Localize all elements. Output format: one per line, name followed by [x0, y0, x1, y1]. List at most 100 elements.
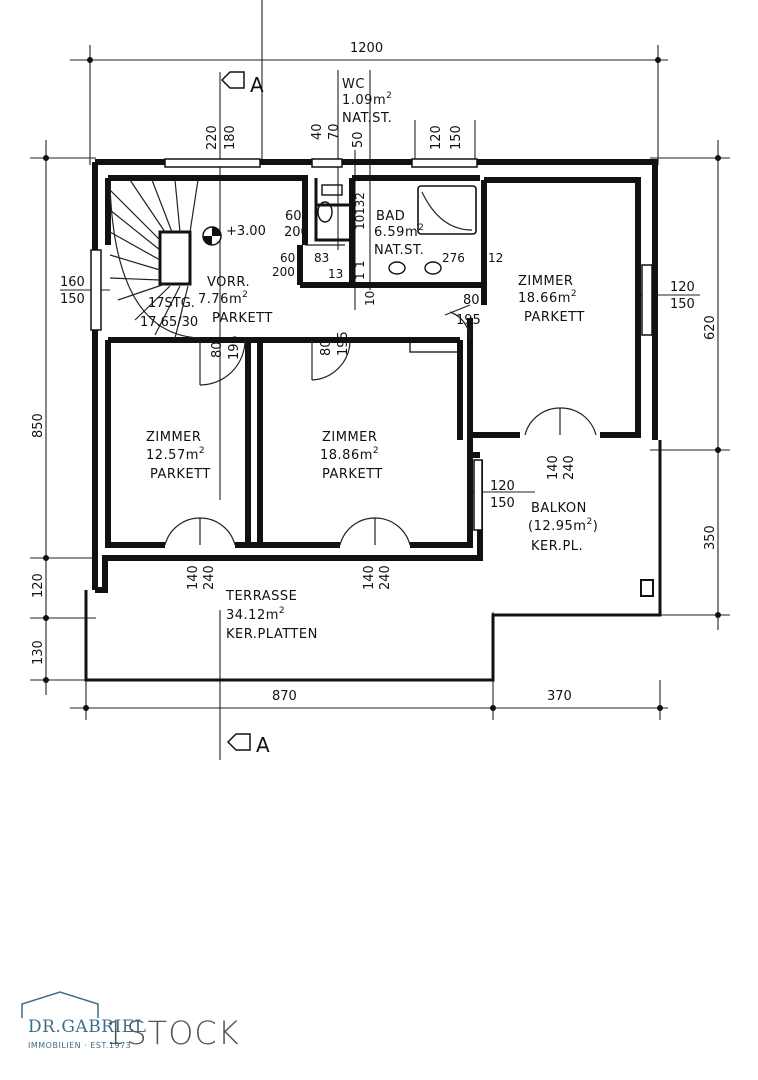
doors	[164, 244, 597, 546]
fixtures	[317, 184, 654, 597]
svg-text:150: 150	[670, 297, 695, 312]
svg-text:18.86m2: 18.86m2	[320, 446, 379, 463]
svg-text:12: 12	[488, 251, 503, 265]
svg-text:7.76m2: 7.76m2	[198, 290, 248, 307]
svg-text:ZIMMER: ZIMMER	[146, 430, 201, 445]
svg-text:18.66m2: 18.66m2	[518, 289, 577, 306]
svg-text:40: 40	[310, 123, 325, 140]
svg-text:240: 240	[202, 565, 217, 590]
room-zimmer-s: ZIMMER 18.86m2 PARKETT	[320, 430, 383, 482]
windows	[90, 158, 653, 531]
svg-text:A: A	[256, 733, 270, 757]
logo-subtitle: IMMOBILIEN · EST.1973	[28, 1041, 132, 1050]
svg-text:120: 120	[490, 479, 515, 494]
svg-text:+3.00: +3.00	[226, 224, 266, 239]
svg-text:34.12m2: 34.12m2	[226, 606, 285, 623]
svg-text:(12.95m2): (12.95m2)	[528, 517, 598, 534]
svg-text:850: 850	[31, 413, 46, 438]
floor-label: 1STOCK	[105, 1014, 240, 1052]
svg-text:NAT.ST.: NAT.ST.	[342, 111, 392, 126]
svg-text:1200: 1200	[350, 41, 383, 56]
svg-text:120: 120	[31, 573, 46, 598]
svg-text:80: 80	[210, 341, 225, 358]
svg-text:120: 120	[670, 280, 695, 295]
svg-text:150: 150	[449, 125, 464, 150]
svg-text:240: 240	[562, 455, 577, 480]
svg-text:200: 200	[284, 225, 309, 240]
svg-text:140: 140	[546, 455, 561, 480]
room-zimmer-ne: ZIMMER 18.66m2 PARKETT	[518, 274, 585, 325]
staircase	[109, 179, 201, 339]
svg-text:10: 10	[363, 291, 377, 306]
svg-text:ZIMMER: ZIMMER	[518, 274, 573, 289]
svg-text:195: 195	[456, 313, 481, 328]
svg-text:ZIMMER: ZIMMER	[322, 430, 377, 445]
svg-text:150: 150	[490, 496, 515, 511]
svg-text:13: 13	[328, 267, 343, 281]
svg-text:17.65/30: 17.65/30	[140, 315, 198, 330]
svg-text:120: 120	[429, 125, 444, 150]
room-vorraum: VORR. 7.76m2 PARKETT	[198, 275, 273, 326]
svg-text:370: 370	[547, 689, 572, 704]
svg-text:140: 140	[186, 565, 201, 590]
room-balkon: BALKON (12.95m2) KER.PL.	[528, 501, 598, 554]
room-wc: WC 1.09m2 NAT.ST.	[342, 77, 392, 126]
svg-text:130: 130	[31, 640, 46, 665]
svg-text:195: 195	[336, 331, 351, 356]
svg-text:1.09m2: 1.09m2	[342, 91, 392, 108]
dimension-lines	[30, 0, 730, 760]
svg-text:PARKETT: PARKETT	[322, 467, 383, 482]
room-bad: BAD 6.59m2 NAT.ST.	[374, 209, 424, 258]
svg-text:240: 240	[378, 565, 393, 590]
svg-text:PARKETT: PARKETT	[212, 311, 273, 326]
svg-text:VORR.: VORR.	[207, 275, 250, 290]
section-marker-bottom: A	[226, 733, 270, 757]
svg-text:350: 350	[703, 525, 718, 550]
svg-text:TERRASSE: TERRASSE	[225, 589, 297, 604]
svg-text:220: 220	[205, 125, 220, 150]
svg-text:KER.PL.: KER.PL.	[531, 539, 583, 554]
room-zimmer-sw: ZIMMER 12.57m2 PARKETT	[146, 430, 211, 482]
svg-text:83: 83	[314, 251, 329, 265]
svg-text:BAD: BAD	[376, 209, 405, 224]
svg-text:70: 70	[327, 123, 342, 140]
dimension-labels: 1200 870 370 850 120 130 620 350 220 180…	[31, 41, 718, 704]
walls	[84, 159, 662, 682]
svg-text:A: A	[250, 73, 264, 97]
svg-text:17STG.: 17STG.	[148, 296, 195, 311]
svg-text:60: 60	[280, 251, 295, 265]
svg-text:200: 200	[272, 265, 295, 279]
svg-text:50: 50	[351, 131, 366, 148]
logo-name: DR.GABRIEL	[28, 1017, 147, 1037]
svg-text:PARKETT: PARKETT	[150, 467, 211, 482]
svg-text:60: 60	[285, 209, 302, 224]
footer: DR.GABRIEL IMMOBILIEN · EST.1973 1STOCK	[20, 990, 280, 1060]
svg-text:870: 870	[272, 689, 297, 704]
svg-text:620: 620	[703, 315, 718, 340]
svg-text:80: 80	[319, 339, 334, 356]
svg-text:150: 150	[60, 292, 85, 307]
svg-text:195: 195	[227, 335, 242, 360]
svg-text:WC: WC	[342, 77, 365, 92]
svg-text:6.59m2: 6.59m2	[374, 223, 424, 240]
svg-text:PARKETT: PARKETT	[524, 310, 585, 325]
house-logo-icon	[21, 991, 99, 1018]
level-marker	[202, 226, 222, 246]
svg-text:NAT.ST.: NAT.ST.	[374, 243, 424, 258]
svg-text:140: 140	[362, 565, 377, 590]
section-marker-top: A	[220, 71, 264, 97]
svg-text:KER.PLATTEN: KER.PLATTEN	[226, 627, 318, 642]
svg-text:80: 80	[463, 293, 480, 308]
svg-text:160: 160	[60, 275, 85, 290]
stairs-label: 17STG. 17.65/30	[140, 296, 198, 330]
room-terrasse: TERRASSE 34.12m2 KER.PLATTEN	[225, 589, 318, 642]
svg-text:1: 1	[353, 260, 367, 268]
svg-text:10: 10	[353, 215, 367, 230]
svg-text:12.57m2: 12.57m2	[146, 446, 205, 463]
svg-text:132: 132	[353, 192, 367, 215]
svg-text:BALKON: BALKON	[531, 501, 587, 516]
svg-text:276: 276	[442, 251, 465, 265]
svg-text:1: 1	[353, 272, 367, 280]
svg-text:180: 180	[223, 125, 238, 150]
